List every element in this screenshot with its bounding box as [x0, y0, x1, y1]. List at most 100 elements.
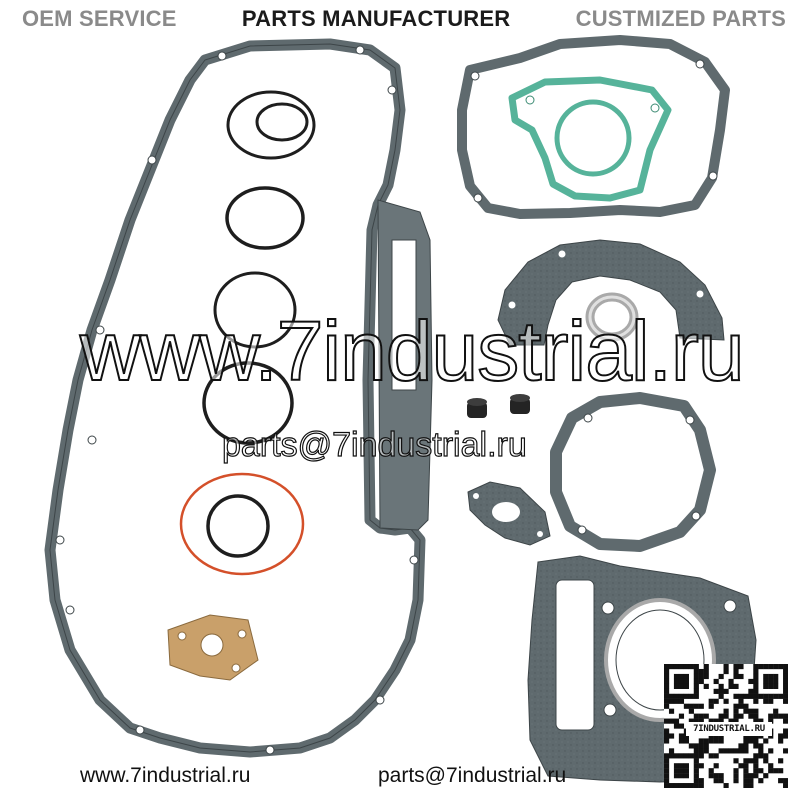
qr-module [748, 688, 754, 694]
qr-module [723, 708, 729, 714]
qr-module [743, 743, 749, 749]
qr-module [738, 693, 744, 699]
footer-site-link[interactable]: www.7industrial.ru [80, 764, 251, 787]
footer-email-link[interactable]: parts@7industrial.ru [378, 764, 567, 787]
qr-module [768, 693, 774, 699]
qr-module [763, 673, 769, 680]
qr-module [783, 688, 789, 694]
qr-module [748, 773, 754, 779]
qr-module [768, 678, 774, 685]
qr-module [768, 748, 774, 754]
qr-module [708, 753, 714, 759]
qr-module [733, 664, 739, 670]
qr-module [718, 733, 724, 739]
qr-module [703, 748, 709, 754]
qr-module [728, 718, 734, 724]
qr-module [748, 738, 754, 744]
banner-oem-service: OEM SERVICE [22, 6, 177, 31]
qr-module [768, 733, 774, 739]
qr-module [738, 743, 744, 749]
qr-module [708, 733, 714, 739]
qr-module [733, 778, 739, 784]
qr-module [668, 733, 675, 739]
qr-module [713, 763, 719, 769]
qr-module [673, 753, 680, 759]
o-rings [202, 90, 316, 445]
qr-module [773, 678, 779, 685]
qr-module [664, 683, 670, 689]
qr-module [783, 778, 789, 784]
qr-module [783, 748, 789, 754]
qr-module [763, 683, 769, 689]
qr-module [703, 668, 709, 675]
qr-module [693, 783, 699, 789]
qr-module [783, 783, 789, 789]
qr-module [673, 773, 680, 779]
qr-module [693, 703, 699, 709]
qr-module [664, 673, 670, 680]
qr-module [773, 693, 779, 699]
qr-module [743, 783, 749, 789]
qr-module [703, 673, 709, 680]
qr-module [748, 778, 754, 784]
qr-module [693, 748, 699, 754]
qr-module [713, 718, 719, 724]
qr-module [673, 683, 680, 689]
top-banner: OEM SERVICE PARTS MANUFACTURER CUSTMIZED… [0, 4, 800, 34]
green-head-gasket [508, 76, 672, 202]
qr-module [683, 733, 689, 739]
qr-module [758, 778, 764, 784]
qr-module [758, 718, 764, 724]
qr-module [718, 673, 724, 680]
qr-module [763, 753, 769, 759]
qr-module [753, 668, 759, 675]
qr-module [673, 678, 680, 685]
qr-module [668, 748, 675, 754]
banner-parts-manufacturer: PARTS MANUFACTURER [241, 6, 511, 31]
qr-module [688, 718, 694, 724]
qr-module [693, 743, 699, 749]
qr-module [763, 693, 769, 699]
qr-module [748, 758, 754, 764]
half-moon-gasket [497, 239, 725, 346]
qr-module [778, 733, 784, 739]
qr-module [723, 688, 729, 694]
qr-module [738, 763, 744, 769]
qr-module [683, 693, 689, 699]
qr-module [768, 718, 774, 724]
qr-module [673, 723, 680, 729]
qr-module [768, 713, 774, 719]
qr-module [664, 693, 670, 699]
qr-module [733, 668, 739, 675]
strip-gasket [377, 199, 433, 531]
qr-module [728, 683, 734, 689]
qr-module [748, 783, 754, 789]
qr-module [783, 664, 789, 670]
qr-module [693, 773, 699, 779]
qr-module [718, 773, 724, 779]
qr-module [673, 673, 680, 680]
qr-module [768, 768, 774, 774]
qr-module [664, 688, 670, 694]
qr-module [743, 733, 749, 739]
qr-module [713, 738, 719, 744]
qr-module [713, 778, 719, 784]
qr-module [783, 673, 789, 680]
qr-module [698, 678, 704, 685]
qr-module [773, 664, 779, 670]
qr-module [758, 748, 764, 754]
qr-module [688, 753, 694, 759]
qr-module [683, 738, 689, 744]
qr-module [678, 738, 685, 744]
qr-module [673, 664, 680, 670]
qr-module [758, 733, 764, 739]
qr-module [708, 703, 714, 709]
qr-module [733, 693, 739, 699]
qr-module [693, 768, 699, 774]
qr-module [783, 678, 789, 685]
qr-module [748, 678, 754, 685]
qr-module [738, 673, 744, 680]
qr-module [703, 713, 709, 719]
qr-module [673, 698, 680, 704]
qr-module [664, 678, 670, 685]
